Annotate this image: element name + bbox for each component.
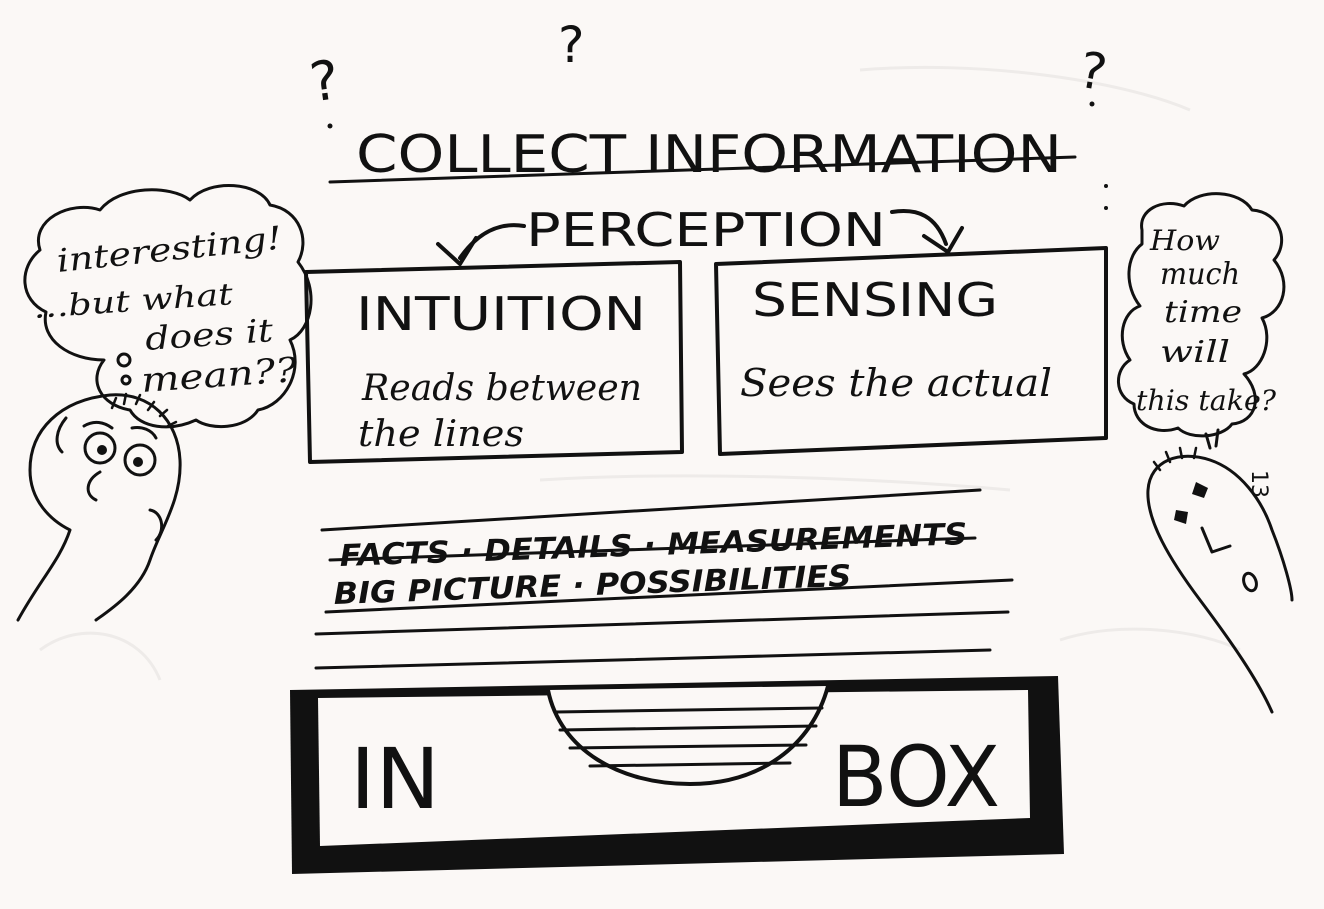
- right-character: 13: [1146, 446, 1294, 714]
- right-thought-bubble: How much time will this take?: [1117, 192, 1286, 450]
- right-eye: [133, 457, 143, 467]
- right-bubble-line-3: time: [1164, 295, 1242, 330]
- arrow-right: [890, 209, 964, 254]
- title-underline: [328, 155, 1077, 184]
- question-dot: [1089, 101, 1095, 107]
- dot: [1104, 184, 1108, 188]
- dot: [1104, 206, 1108, 210]
- left-bubble-line-1: interesting!: [55, 219, 284, 280]
- ruled-lines: [314, 488, 1014, 670]
- in-box-tray: IN BOX: [290, 676, 1064, 874]
- in-label: IN: [350, 730, 440, 828]
- sensing-box: SENSING Sees the actual: [714, 246, 1108, 456]
- intuition-box: INTUITION Reads between the lines: [304, 260, 684, 464]
- intuition-heading: INTUITION: [356, 287, 646, 341]
- arrow-left: [436, 223, 526, 266]
- right-bubble-line-5: this take?: [1136, 384, 1277, 417]
- question-mark-right: ?: [1075, 41, 1111, 103]
- eye-mark: [1174, 510, 1188, 524]
- right-bubble-line-4: will: [1160, 335, 1230, 370]
- left-bubble-line-4: mean??: [140, 350, 299, 401]
- right-bubble-line-2: much: [1160, 257, 1240, 292]
- box-label: BOX: [832, 728, 1000, 826]
- sensing-heading: SENSING: [752, 273, 998, 327]
- left-bubble-line-3: does it: [144, 311, 275, 358]
- right-bubble-line-1: How: [1149, 224, 1220, 257]
- question-mark-left: ?: [306, 48, 343, 114]
- left-character: [16, 392, 182, 622]
- question-mark-middle: ?: [558, 16, 585, 74]
- title: COLLECT INFORMATION: [356, 125, 1062, 185]
- eye-mark: [1192, 482, 1208, 498]
- page-number: 13: [1246, 470, 1271, 498]
- left-eye: [97, 445, 107, 455]
- perception-label: PERCEPTION: [526, 203, 886, 257]
- question-dot: [327, 123, 333, 129]
- intuition-line-1: Reads between: [361, 368, 642, 409]
- left-thought-bubble: interesting! ...but what does it mean??: [23, 183, 313, 429]
- sensing-line-1: Sees the actual: [740, 361, 1052, 405]
- intuition-line-2: the lines: [358, 414, 524, 455]
